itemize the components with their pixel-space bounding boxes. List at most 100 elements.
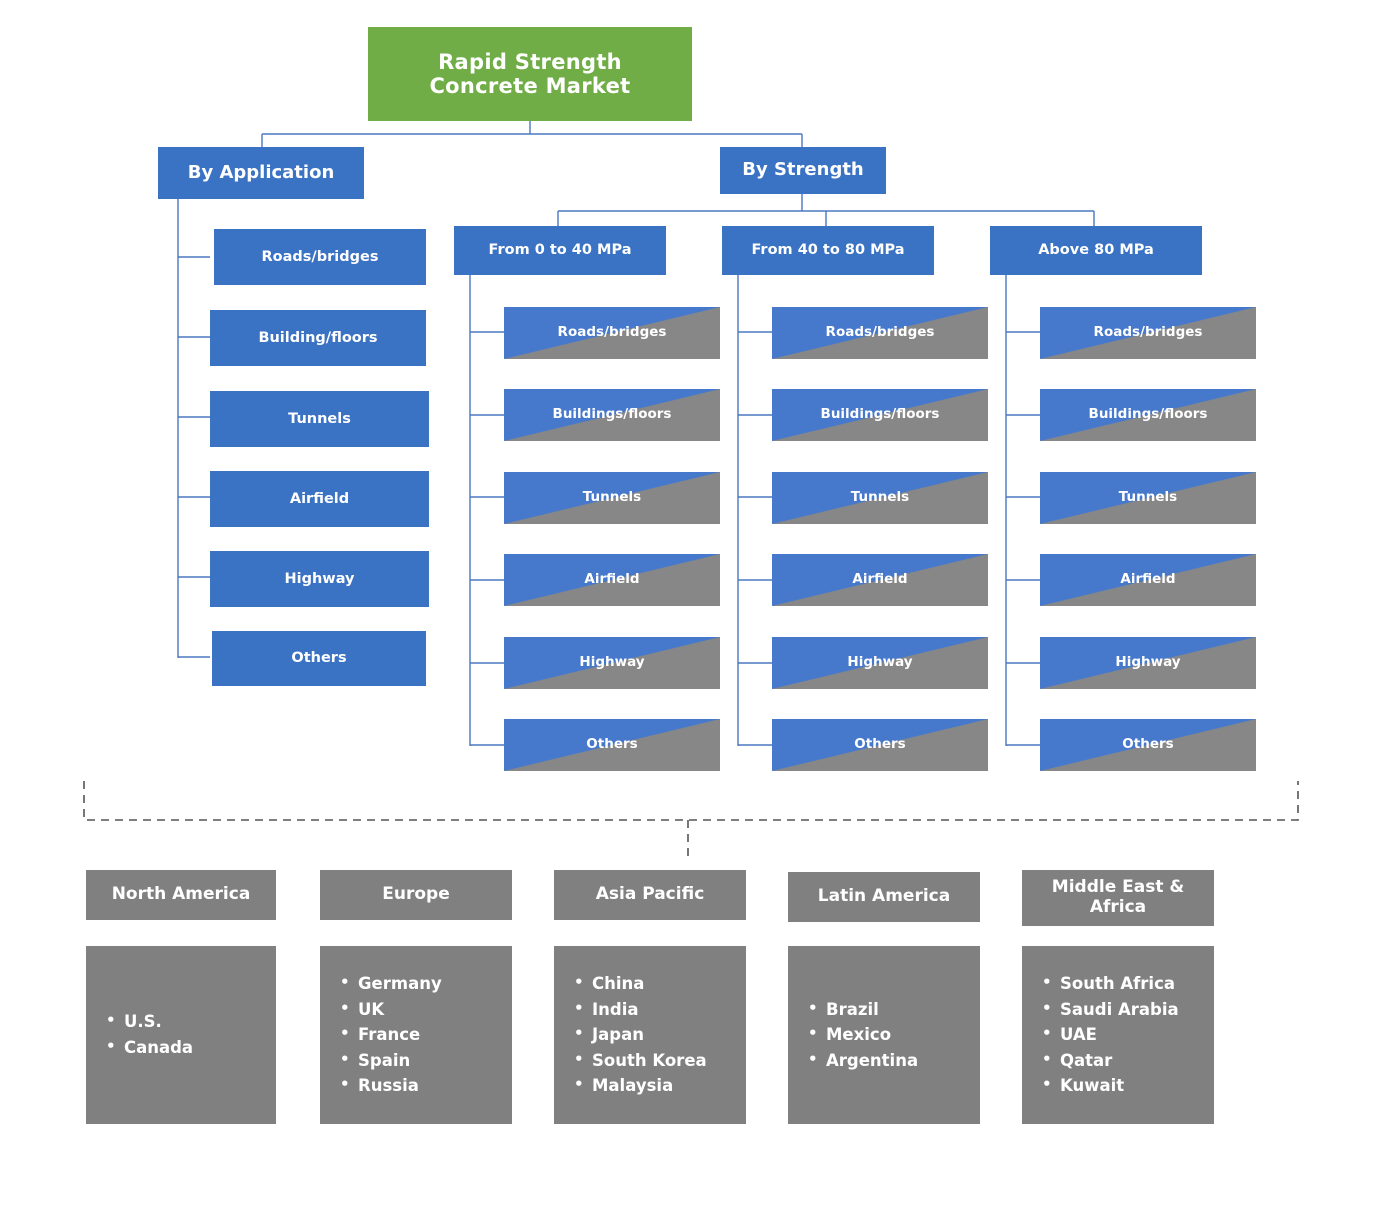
strength-group-from-40-to-80-mpa[interactable]: From 40 to 80 MPa bbox=[722, 226, 934, 275]
strength-item-1-others[interactable]: Others bbox=[772, 719, 988, 771]
region-country: Mexico bbox=[808, 1022, 970, 1048]
region-header-latin-america[interactable]: Latin America bbox=[788, 872, 980, 922]
strength-item-label: Airfield bbox=[852, 571, 908, 588]
application-item-label: Others bbox=[291, 650, 347, 667]
strength-item-label: Roads/bridges bbox=[1093, 324, 1203, 341]
region-header-north-america[interactable]: North America bbox=[86, 870, 276, 920]
strength-item-0-airfield[interactable]: Airfield bbox=[504, 554, 720, 606]
application-item-label: Airfield bbox=[289, 490, 350, 507]
strength-item-2-highway[interactable]: Highway bbox=[1040, 637, 1256, 689]
strength-item-label: Airfield bbox=[1120, 571, 1176, 588]
strength-item-label: Highway bbox=[1115, 654, 1181, 671]
strength-item-label: Others bbox=[1122, 736, 1174, 753]
category-by-application[interactable]: By Application bbox=[158, 147, 364, 199]
region-country-list: China India Japan South Korea Malaysia bbox=[572, 971, 736, 1099]
category-by-strength[interactable]: By Strength bbox=[720, 147, 886, 194]
strength-group-label: From 0 to 40 MPa bbox=[488, 242, 632, 259]
region-header-label: Middle East & Africa bbox=[1051, 877, 1185, 917]
region-country: Germany bbox=[340, 971, 502, 997]
region-country: UAE bbox=[1042, 1022, 1204, 1048]
region-body-north-america: U.S. Canada bbox=[86, 946, 276, 1124]
region-header-label: Latin America bbox=[817, 886, 951, 907]
region-country: Japan bbox=[574, 1022, 736, 1048]
strength-group-label: Above 80 MPa bbox=[1038, 242, 1154, 259]
strength-item-label: Roads/bridges bbox=[825, 324, 935, 341]
application-item-label: Highway bbox=[284, 570, 355, 587]
application-item-label: Building/floors bbox=[258, 329, 378, 346]
region-country: France bbox=[340, 1022, 502, 1048]
root-node-label: Rapid Strength Concrete Market bbox=[429, 49, 631, 98]
strength-group-above-80-mpa[interactable]: Above 80 MPa bbox=[990, 226, 1202, 275]
application-item-tunnels[interactable]: Tunnels bbox=[210, 391, 429, 447]
strength-item-label: Others bbox=[586, 736, 638, 753]
strength-item-label: Others bbox=[854, 736, 906, 753]
strength-item-1-tunnels[interactable]: Tunnels bbox=[772, 472, 988, 524]
region-country: China bbox=[574, 971, 736, 997]
strength-item-1-airfield[interactable]: Airfield bbox=[772, 554, 988, 606]
region-country: Russia bbox=[340, 1073, 502, 1099]
region-body-latin-america: Brazil Mexico Argentina bbox=[788, 946, 980, 1124]
strength-item-0-tunnels[interactable]: Tunnels bbox=[504, 472, 720, 524]
strength-item-label: Buildings/floors bbox=[552, 406, 672, 423]
region-country: Malaysia bbox=[574, 1073, 736, 1099]
region-body-asia-pacific: China India Japan South Korea Malaysia bbox=[554, 946, 746, 1124]
region-body-middle-east-africa: South Africa Saudi Arabia UAE Qatar Kuwa… bbox=[1022, 946, 1214, 1124]
strength-item-1-buildings-floors[interactable]: Buildings/floors bbox=[772, 389, 988, 441]
strength-item-2-roads-bridges[interactable]: Roads/bridges bbox=[1040, 307, 1256, 359]
region-header-label: North America bbox=[111, 884, 251, 905]
region-country-list: U.S. Canada bbox=[104, 1009, 266, 1060]
strength-item-2-tunnels[interactable]: Tunnels bbox=[1040, 472, 1256, 524]
strength-item-0-buildings-floors[interactable]: Buildings/floors bbox=[504, 389, 720, 441]
strength-item-2-airfield[interactable]: Airfield bbox=[1040, 554, 1256, 606]
region-country: India bbox=[574, 997, 736, 1023]
strength-item-label: Buildings/floors bbox=[1088, 406, 1208, 423]
strength-item-label: Tunnels bbox=[582, 489, 642, 506]
category-by-strength-label: By Strength bbox=[742, 159, 864, 181]
application-item-label: Tunnels bbox=[288, 410, 351, 427]
root-node[interactable]: Rapid Strength Concrete Market bbox=[368, 27, 692, 121]
region-country: Kuwait bbox=[1042, 1073, 1204, 1099]
strength-item-0-highway[interactable]: Highway bbox=[504, 637, 720, 689]
region-country: South Korea bbox=[574, 1048, 736, 1074]
application-item-highway[interactable]: Highway bbox=[210, 551, 429, 607]
region-country: Saudi Arabia bbox=[1042, 997, 1204, 1023]
category-by-application-label: By Application bbox=[187, 161, 335, 183]
region-country: Brazil bbox=[808, 997, 970, 1023]
application-item-building-floors[interactable]: Building/floors bbox=[210, 310, 426, 366]
region-country: South Africa bbox=[1042, 971, 1204, 997]
strength-item-label: Buildings/floors bbox=[820, 406, 940, 423]
strength-item-2-buildings-floors[interactable]: Buildings/floors bbox=[1040, 389, 1256, 441]
strength-item-0-others[interactable]: Others bbox=[504, 719, 720, 771]
region-header-europe[interactable]: Europe bbox=[320, 870, 512, 920]
region-country: Canada bbox=[106, 1035, 266, 1061]
region-header-asia-pacific[interactable]: Asia Pacific bbox=[554, 870, 746, 920]
strength-item-label: Tunnels bbox=[850, 489, 910, 506]
region-header-label: Asia Pacific bbox=[595, 884, 705, 905]
strength-item-0-roads-bridges[interactable]: Roads/bridges bbox=[504, 307, 720, 359]
region-country: Qatar bbox=[1042, 1048, 1204, 1074]
region-country: Argentina bbox=[808, 1048, 970, 1074]
strength-group-label: From 40 to 80 MPa bbox=[751, 242, 905, 259]
application-item-others[interactable]: Others bbox=[212, 631, 426, 686]
strength-item-label: Roads/bridges bbox=[557, 324, 667, 341]
strength-item-label: Highway bbox=[579, 654, 645, 671]
region-body-europe: Germany UK France Spain Russia bbox=[320, 946, 512, 1124]
strength-item-label: Tunnels bbox=[1118, 489, 1178, 506]
application-item-label: Roads/bridges bbox=[261, 248, 379, 265]
application-item-airfield[interactable]: Airfield bbox=[210, 471, 429, 527]
region-header-middle-east-africa[interactable]: Middle East & Africa bbox=[1022, 870, 1214, 926]
region-country: Spain bbox=[340, 1048, 502, 1074]
strength-item-1-highway[interactable]: Highway bbox=[772, 637, 988, 689]
strength-group-from-0-to-40-mpa[interactable]: From 0 to 40 MPa bbox=[454, 226, 666, 275]
strength-item-label: Airfield bbox=[584, 571, 640, 588]
region-country: UK bbox=[340, 997, 502, 1023]
region-country-list: Germany UK France Spain Russia bbox=[338, 971, 502, 1099]
strength-item-label: Highway bbox=[847, 654, 913, 671]
region-country-list: South Africa Saudi Arabia UAE Qatar Kuwa… bbox=[1040, 971, 1204, 1099]
region-country-list: Brazil Mexico Argentina bbox=[806, 997, 970, 1074]
strength-item-2-others[interactable]: Others bbox=[1040, 719, 1256, 771]
strength-item-1-roads-bridges[interactable]: Roads/bridges bbox=[772, 307, 988, 359]
application-item-roads-bridges[interactable]: Roads/bridges bbox=[214, 229, 426, 285]
region-header-label: Europe bbox=[382, 884, 450, 905]
